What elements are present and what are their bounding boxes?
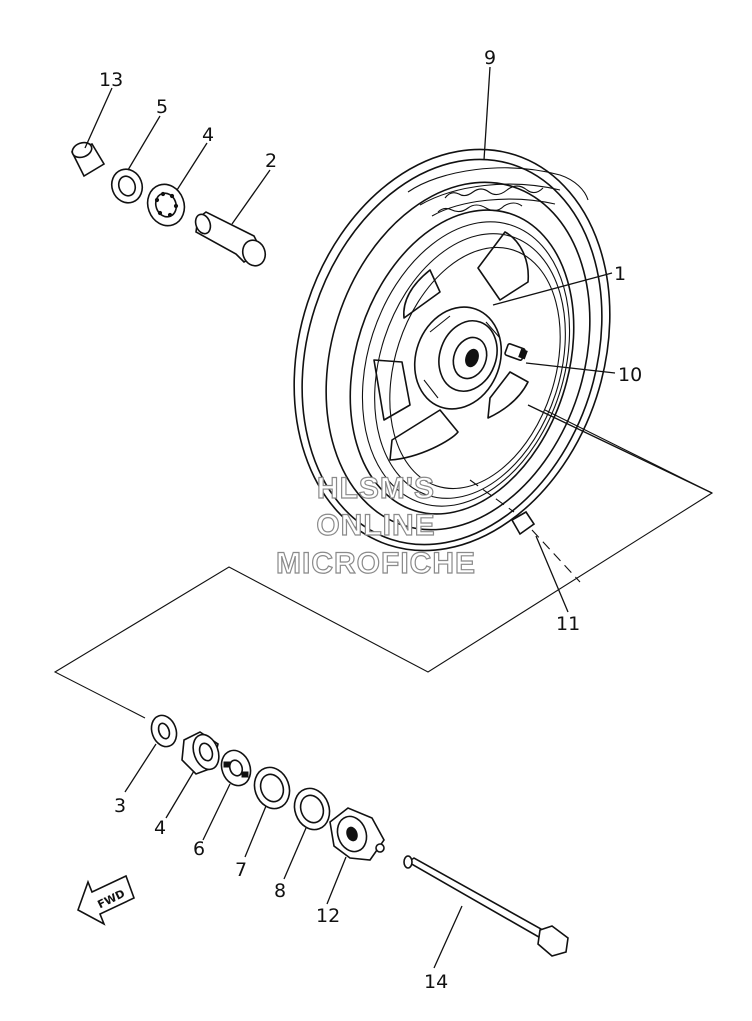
oil-seal-part-5[interactable] — [107, 165, 147, 207]
leader-lines — [84, 66, 713, 969]
axle-centerline — [469, 479, 581, 583]
collar-part-13[interactable] — [70, 140, 106, 178]
label-part-9: 9 — [484, 47, 496, 69]
spacer-part-2[interactable] — [193, 211, 269, 269]
fwd-arrow-icon: FWD — [77, 874, 136, 926]
watermark-line-1: HLSM'S — [317, 472, 435, 505]
watermark: HLSM'S ONLINE MICROFICHE — [275, 471, 476, 580]
axle-part-14[interactable] — [403, 855, 569, 957]
label-part-11: 11 — [556, 613, 580, 635]
tire[interactable] — [244, 108, 660, 592]
label-part-13: 13 — [99, 69, 123, 91]
meter-gear-unit-part-12[interactable] — [329, 807, 385, 861]
wheel-hub[interactable] — [401, 295, 516, 421]
label-part-4-lower: 4 — [154, 817, 166, 839]
collar-part-3[interactable] — [147, 712, 180, 750]
front-wheel-assembly[interactable] — [244, 108, 660, 592]
label-part-12: 12 — [316, 905, 340, 927]
label-part-7: 7 — [235, 859, 247, 881]
watermark-line-3: MICROFICHE — [276, 547, 476, 580]
part-labels: 13 5 4 2 9 1 10 11 3 4 6 7 8 12 14 — [99, 47, 642, 993]
valve-stem[interactable] — [504, 343, 528, 361]
watermark-line-2: ONLINE — [316, 509, 435, 542]
label-part-5: 5 — [156, 96, 168, 118]
collar-part-8[interactable] — [289, 783, 335, 834]
label-part-1: 1 — [614, 263, 626, 285]
bearing-part-4-lower[interactable] — [181, 731, 223, 775]
wheel-spokes — [373, 231, 530, 461]
balance-weight[interactable] — [510, 510, 536, 536]
clutch-retainer-part-6[interactable] — [217, 746, 256, 789]
rim[interactable] — [313, 181, 611, 543]
oil-seal-part-7[interactable] — [249, 762, 295, 813]
label-part-6: 6 — [193, 838, 205, 860]
label-part-8: 8 — [274, 880, 286, 902]
label-part-4-upper: 4 — [202, 124, 214, 146]
label-part-2: 2 — [265, 150, 277, 172]
label-part-10: 10 — [618, 364, 642, 386]
bearing-part-4-upper[interactable] — [142, 179, 190, 231]
label-part-3: 3 — [114, 795, 126, 817]
label-part-14: 14 — [424, 971, 448, 993]
